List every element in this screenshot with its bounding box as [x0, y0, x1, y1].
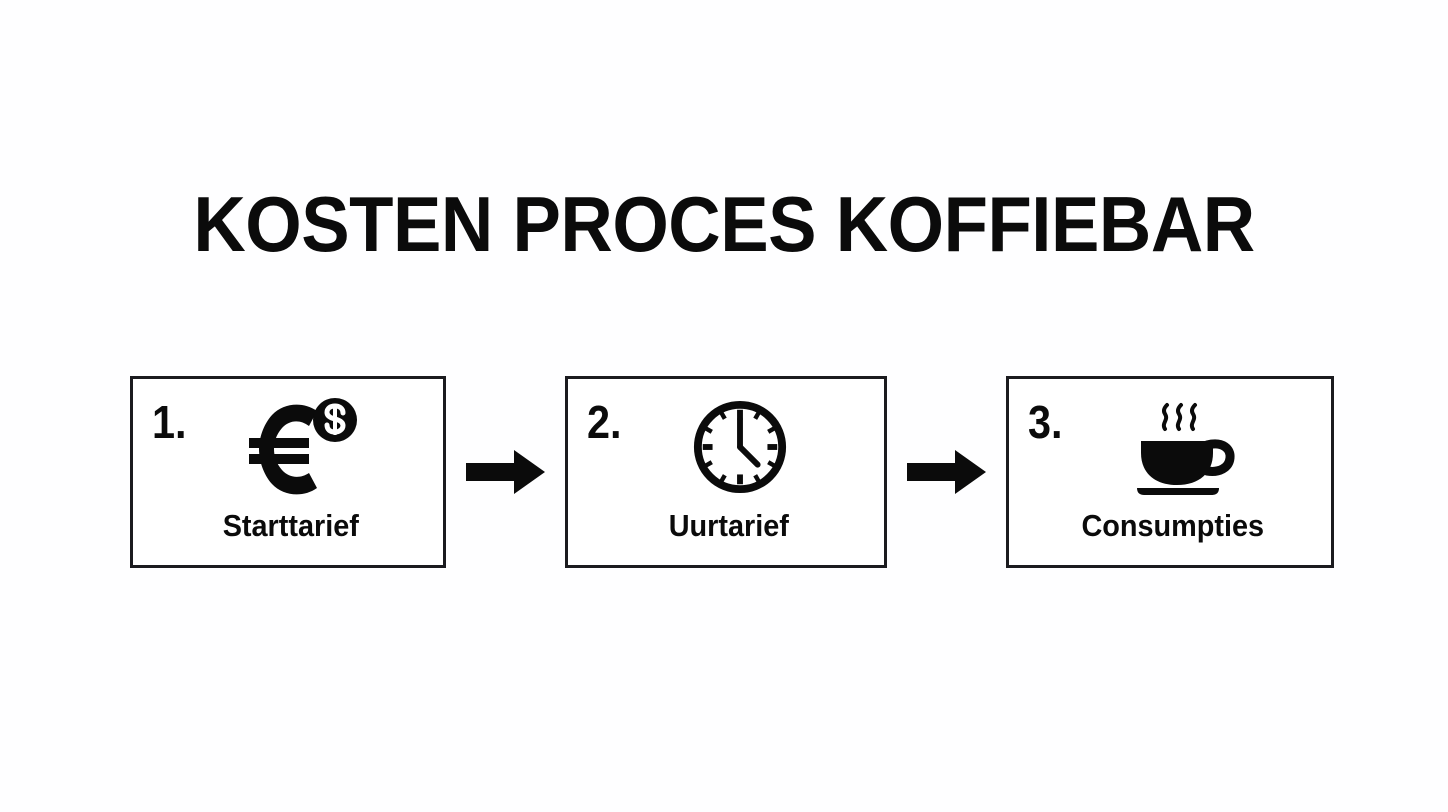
arrow-right-icon: [465, 450, 545, 494]
step-label-3: Consumpties: [1081, 508, 1265, 543]
step-label-1: Starttarief: [222, 508, 359, 543]
step-card-1[interactable]: 1.: [130, 376, 446, 568]
coffee-cup-icon: [1137, 403, 1235, 495]
step-card-3[interactable]: 3. Consumpties: [1006, 376, 1334, 568]
step-number-3: 3.: [1028, 396, 1063, 448]
step-label-2: Uurtarief: [668, 508, 789, 543]
flow-connector-1: [463, 444, 549, 500]
page-title: KOSTEN PROCES KOFFIEBAR: [193, 180, 1255, 268]
arrow-right-icon: [906, 450, 986, 494]
step-icon-2: [568, 395, 884, 499]
clock-icon: [693, 400, 787, 494]
flow-connector-2: [904, 444, 990, 500]
step-card-2[interactable]: 2.: [565, 376, 887, 568]
step-number-2: 2.: [587, 396, 622, 448]
step-icon-3: [1009, 395, 1331, 499]
euro-dollar-coin-icon: [249, 398, 357, 495]
step-icon-1: [133, 395, 443, 499]
step-number-1: 1.: [152, 396, 187, 448]
process-flow: 1.: [130, 376, 1334, 568]
